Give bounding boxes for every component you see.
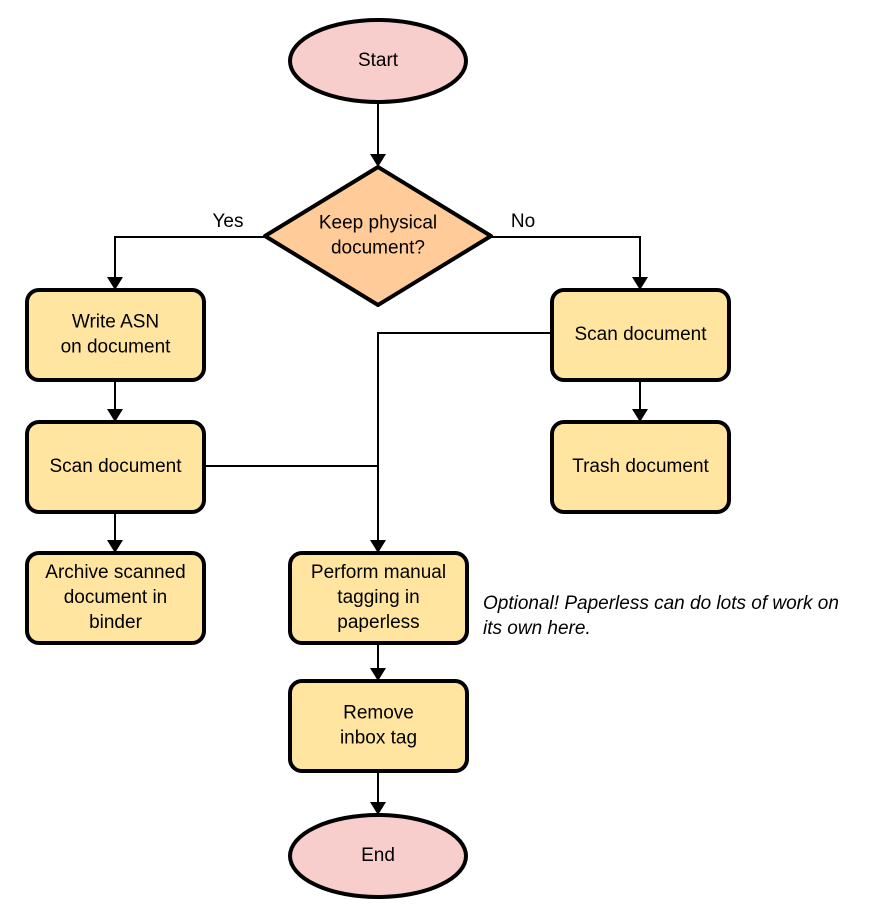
edge-arrowhead-icon	[107, 409, 123, 422]
node-label-keep-physical: Keep physical	[319, 213, 437, 234]
node-label-archive-binder: binder	[89, 612, 142, 633]
node-shape-rect	[550, 288, 731, 382]
edge-decision-no-to-scan-right: No	[490, 211, 648, 290]
node-shape-rect	[550, 420, 731, 514]
edge-arrowhead-icon	[107, 277, 123, 290]
node-label-start: Start	[358, 50, 399, 71]
node-label-manual-tagging: paperless	[337, 612, 419, 633]
node-end[interactable]: End	[288, 813, 468, 899]
edge-path	[490, 236, 641, 285]
annotation-line: Optional! Paperless can do lots of work …	[483, 593, 839, 614]
node-trash-document[interactable]: Trash document	[550, 420, 731, 514]
edge-arrowhead-icon	[370, 802, 386, 815]
node-shape-rect	[288, 679, 469, 773]
node-label-remove-inbox-tag: inbox tag	[340, 728, 417, 749]
node-label-scan-document-left: Scan document	[49, 456, 182, 477]
node-shape-ellipse	[288, 813, 468, 899]
edge-arrowhead-icon	[632, 277, 648, 290]
node-shape-diamond	[263, 165, 493, 307]
edge-path	[114, 236, 265, 285]
node-shape-rect	[25, 288, 206, 382]
node-shape-ellipse	[288, 18, 468, 104]
node-label-trash-document: Trash document	[572, 456, 709, 477]
edge-write-asn-to-scan-left	[107, 380, 123, 422]
node-label-write-asn: Write ASN	[72, 312, 159, 333]
node-manual-tagging[interactable]: Perform manual tagging in paperless	[288, 551, 469, 645]
edge-remove-inbox-to-end	[370, 771, 386, 815]
edge-path	[377, 332, 552, 548]
edge-manual-tagging-to-remove-inbox	[370, 643, 386, 681]
annotation-optional-note: Optional! Paperless can do lots of work …	[483, 593, 839, 639]
node-shape-rect	[25, 420, 206, 514]
edge-scan-left-to-archive	[107, 512, 123, 553]
node-start[interactable]: Start	[288, 18, 468, 104]
node-scan-document-right[interactable]: Scan document	[550, 288, 731, 382]
annotations-layer: Optional! Paperless can do lots of work …	[483, 593, 839, 639]
node-label-scan-document-right: Scan document	[574, 324, 707, 345]
edges-layer: Yes No	[107, 102, 648, 815]
node-label-end: End	[361, 845, 395, 866]
edge-arrowhead-icon	[370, 668, 386, 681]
edge-label-decision-no-to-scan-right: No	[511, 211, 535, 232]
edge-label-decision-yes-to-write-asn: Yes	[213, 211, 244, 232]
node-archive-binder[interactable]: Archive scanned document in binder	[25, 551, 206, 645]
node-scan-document-left[interactable]: Scan document	[25, 420, 206, 514]
node-keep-physical[interactable]: Keep physical document?	[263, 165, 493, 307]
node-shape-rect	[288, 551, 469, 645]
node-label-archive-binder: Archive scanned	[45, 562, 185, 583]
edge-arrowhead-icon	[370, 154, 386, 167]
node-label-archive-binder: document in	[64, 587, 168, 608]
node-label-manual-tagging: Perform manual	[311, 562, 446, 583]
edge-decision-yes-to-write-asn: Yes	[107, 211, 265, 290]
node-label-write-asn: on document	[61, 337, 172, 358]
edge-start-to-decision	[370, 102, 386, 167]
node-label-manual-tagging: tagging in	[337, 587, 419, 608]
node-label-keep-physical: document?	[331, 238, 425, 259]
node-shape-rect	[25, 551, 206, 645]
node-remove-inbox-tag[interactable]: Remove inbox tag	[288, 679, 469, 773]
node-write-asn[interactable]: Write ASN on document	[25, 288, 206, 382]
edge-scan-right-to-trash	[632, 380, 648, 422]
node-label-remove-inbox-tag: Remove	[343, 703, 414, 724]
edge-arrowhead-icon	[370, 540, 386, 553]
edge-arrowhead-icon	[107, 540, 123, 553]
edge-scan-right-to-manual-tagging	[370, 332, 552, 553]
edge-arrowhead-icon	[632, 409, 648, 422]
annotation-line: its own here.	[483, 618, 591, 639]
